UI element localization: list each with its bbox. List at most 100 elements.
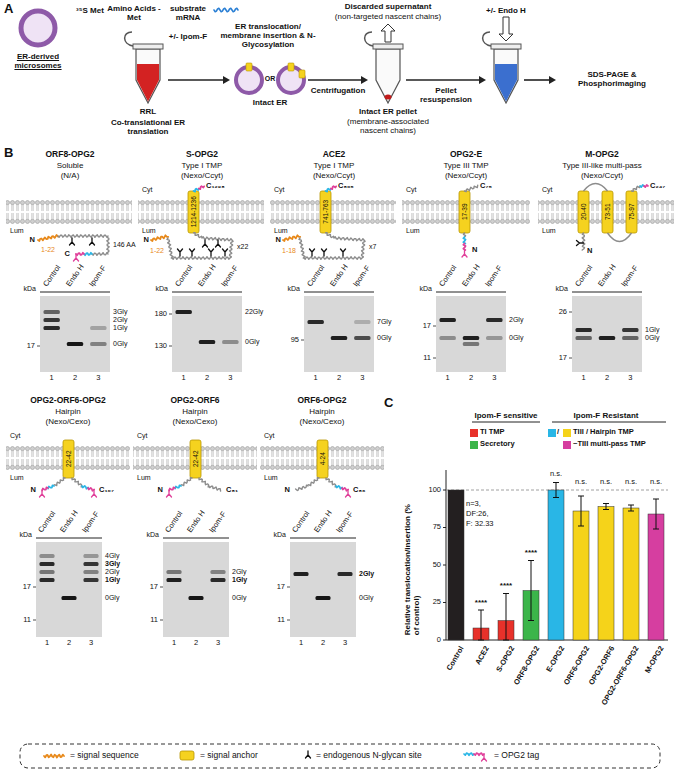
compartment-label: Lum [137, 474, 151, 482]
size-marker: 11 [277, 616, 285, 625]
lane-rule [304, 292, 374, 293]
signal-anchor [626, 191, 637, 233]
terminus-label: N [285, 486, 290, 495]
lane-number: 3 [228, 374, 232, 383]
topology-type: Soluble [57, 161, 84, 170]
gel-image [36, 542, 102, 637]
lane-label: Control [42, 264, 63, 289]
band-label: 2Gly [509, 316, 523, 324]
size-unit: kDa [420, 285, 432, 293]
marker-tick [287, 620, 290, 621]
signal-sequence [38, 235, 58, 241]
lane-rule [163, 538, 229, 539]
opg2-tag [76, 253, 84, 256]
band-label: 0Gly [113, 340, 127, 348]
size-marker: 11 [23, 616, 31, 625]
lane-number: 2 [605, 374, 609, 383]
error-cap [503, 593, 509, 594]
gel-band [44, 310, 60, 314]
axis-tick [443, 565, 446, 566]
lane-number: 1 [172, 639, 176, 648]
axis-tick-label: 75 [433, 523, 441, 532]
lane-rule [290, 538, 356, 539]
marker-tick [33, 587, 36, 588]
band-label: 1Gly [232, 576, 247, 584]
tube-rim [373, 44, 403, 49]
band-label: 7Gly [377, 318, 391, 326]
error-bar [656, 499, 657, 529]
gel-band [599, 336, 615, 340]
lane-number: 2 [73, 374, 77, 383]
lane-rule [436, 292, 506, 293]
y-axis [446, 470, 447, 640]
significance-mark: **** [500, 581, 512, 590]
signal-anchor [317, 440, 328, 478]
band-label: 3Gly [105, 560, 120, 568]
band-label: 1Gly [645, 326, 659, 334]
panel-letter: C [384, 396, 393, 411]
lane-label: Control [37, 510, 58, 535]
signal-anchor [188, 191, 199, 233]
bar-label: Control [446, 645, 467, 672]
polypeptide-chain [582, 233, 585, 250]
tube-body [376, 49, 400, 103]
marker-tick [160, 587, 163, 588]
polypeptide-chain [299, 233, 365, 260]
lane-label: Endo H [313, 510, 334, 535]
error-cap [553, 482, 559, 483]
glycan-symbol [322, 249, 327, 256]
gel-band [211, 578, 226, 582]
size-marker: 11 [423, 354, 431, 363]
band-label: 3Gly [113, 308, 127, 316]
gel-image [40, 296, 110, 372]
terminus-label: C₈₁ [226, 486, 238, 495]
size-unit: kDa [156, 285, 168, 293]
opg2-tag [326, 189, 331, 192]
topology-orientation: (Nexo/Cexo) [300, 417, 345, 426]
lane-number: 1 [50, 374, 54, 383]
topology-orientation: (Nexo/Ccyt) [181, 171, 223, 180]
lane-rule [172, 292, 242, 293]
signal-anchor [190, 440, 201, 478]
residue-range: 1-22 [150, 247, 164, 255]
signal-anchor [320, 191, 331, 233]
size-marker: 17 [27, 342, 35, 351]
opg2-tag [342, 488, 348, 491]
compartment-label: Lum [274, 227, 288, 235]
error-cap [628, 505, 634, 506]
axis-title: Relative translocation/insertion (% of c… [403, 495, 421, 635]
axis-tick-label: 0 [437, 636, 441, 645]
lane-label: Control [574, 264, 595, 289]
band-label: 0Gly [509, 334, 523, 342]
opg2-tag [331, 186, 336, 189]
marker-tick [569, 358, 572, 359]
glycan-symbol [216, 240, 221, 247]
axis-tick-label: 25 [433, 598, 441, 607]
tube-pellet [385, 95, 392, 100]
reagent-label: +/- Ipom-F [169, 32, 207, 41]
gel-image [436, 296, 506, 372]
gel-band [331, 336, 347, 340]
size-marker: 180 [154, 310, 167, 319]
data-bar [573, 511, 589, 640]
gel-band [176, 310, 192, 314]
tube-lid [125, 32, 133, 46]
topology-type: Type I TMP [182, 161, 223, 170]
lane-number: 2 [469, 374, 473, 383]
marker-tick [37, 346, 40, 347]
gel-band [316, 596, 331, 600]
group-header: Ipom-F sensitive [474, 411, 537, 420]
group-rule [472, 422, 540, 423]
gel-band [40, 554, 55, 558]
lane-number: 1 [582, 374, 586, 383]
size-unit: kDa [147, 531, 159, 539]
tube-body [136, 49, 160, 103]
axis-tick [443, 602, 446, 603]
error-bar [631, 505, 632, 511]
axis-tick-label: 100 [428, 486, 441, 495]
process-arrow [308, 79, 362, 81]
lane-label: Endo H [329, 264, 350, 289]
opg2-tag [169, 487, 175, 490]
gel-image [172, 296, 242, 372]
glycan-symbol [167, 490, 172, 497]
